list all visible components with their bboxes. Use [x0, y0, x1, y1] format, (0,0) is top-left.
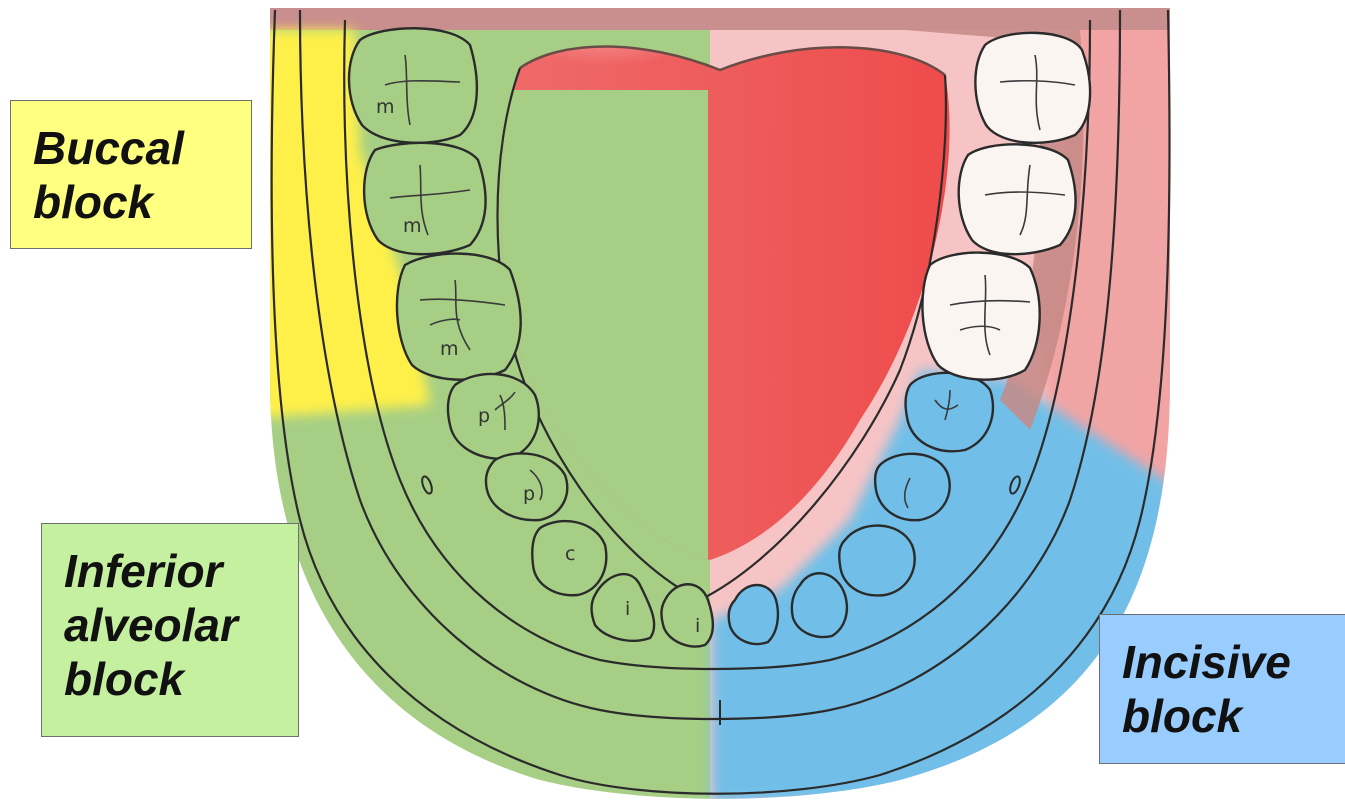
- right-molar-2: [959, 144, 1076, 254]
- left-premolar-2: [448, 374, 539, 459]
- tooth-letter-m1: m: [440, 338, 459, 360]
- left-molar-2: [364, 143, 485, 254]
- incisive-label-line-2: block: [1122, 689, 1345, 743]
- inferior-label-line-3: block: [64, 652, 298, 706]
- left-molar-1: [397, 254, 521, 380]
- left-molar-3: [349, 28, 477, 143]
- tooth-letter-p1: p: [523, 483, 535, 505]
- right-premolar-1: [875, 454, 950, 520]
- right-molar-1: [922, 253, 1039, 380]
- inferior-label-line-2: alveolar: [64, 598, 298, 652]
- buccal-block-label: Buccal block: [10, 100, 252, 249]
- left-incisor-1: [661, 584, 712, 646]
- right-incisor-2: [792, 573, 847, 637]
- lip-top-band: [260, 0, 1180, 30]
- incisive-label-line-1: Incisive: [1122, 635, 1345, 689]
- inferior-label-line-1: Inferior: [64, 544, 298, 598]
- incisive-block-label: Incisive block: [1099, 614, 1345, 764]
- tooth-letter-m3: m: [376, 96, 395, 118]
- tooth-letter-i1: i: [695, 615, 700, 637]
- right-canine: [839, 526, 914, 596]
- right-molar-3: [975, 33, 1090, 143]
- tooth-letter-i2: i: [625, 598, 630, 620]
- tooth-letter-c: c: [565, 543, 575, 565]
- tooth-letter-m2: m: [403, 215, 422, 237]
- buccal-label-line-1: Buccal: [33, 121, 251, 175]
- inferior-alveolar-block-label: Inferior alveolar block: [41, 523, 299, 737]
- tooth-letter-p2: p: [478, 405, 490, 427]
- right-premolar-2: [906, 373, 993, 451]
- buccal-label-line-2: block: [33, 175, 251, 229]
